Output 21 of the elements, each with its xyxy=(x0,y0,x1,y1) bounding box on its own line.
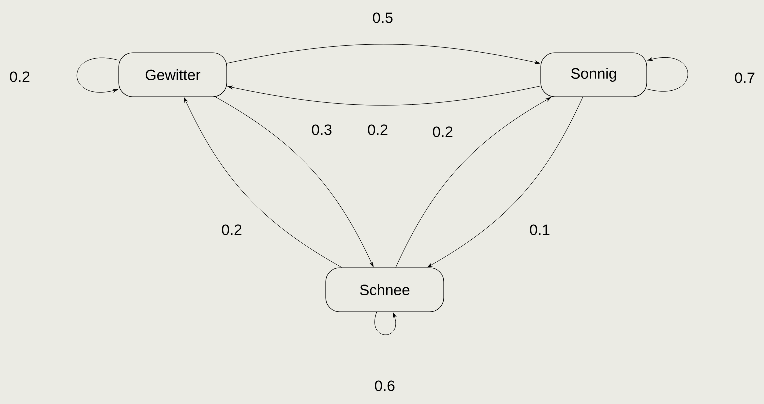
edge-label: 0.2 xyxy=(222,224,242,236)
arrow xyxy=(184,98,342,268)
arrow xyxy=(76,58,119,93)
state-box: Gewitter xyxy=(118,52,228,98)
edge-label: 0.5 xyxy=(373,12,393,24)
arrow xyxy=(428,97,584,268)
arrow xyxy=(216,97,374,268)
edge-label: 0.2 xyxy=(433,126,453,138)
arrow xyxy=(374,312,396,336)
edge-label: 0.7 xyxy=(735,72,755,84)
edge-label: 0.2 xyxy=(10,72,30,82)
state-box: Schnee xyxy=(326,268,444,312)
edge-label: 0.1 xyxy=(530,224,550,236)
edge-label: 0.3 xyxy=(312,124,332,136)
arrow xyxy=(227,44,540,64)
arrow xyxy=(396,97,552,268)
arrow xyxy=(647,58,688,92)
state-box: Sonnig xyxy=(540,52,648,98)
arrow xyxy=(228,86,541,106)
edge-label: 0.2 xyxy=(368,124,388,136)
edge-label: 0.6 xyxy=(375,380,395,392)
